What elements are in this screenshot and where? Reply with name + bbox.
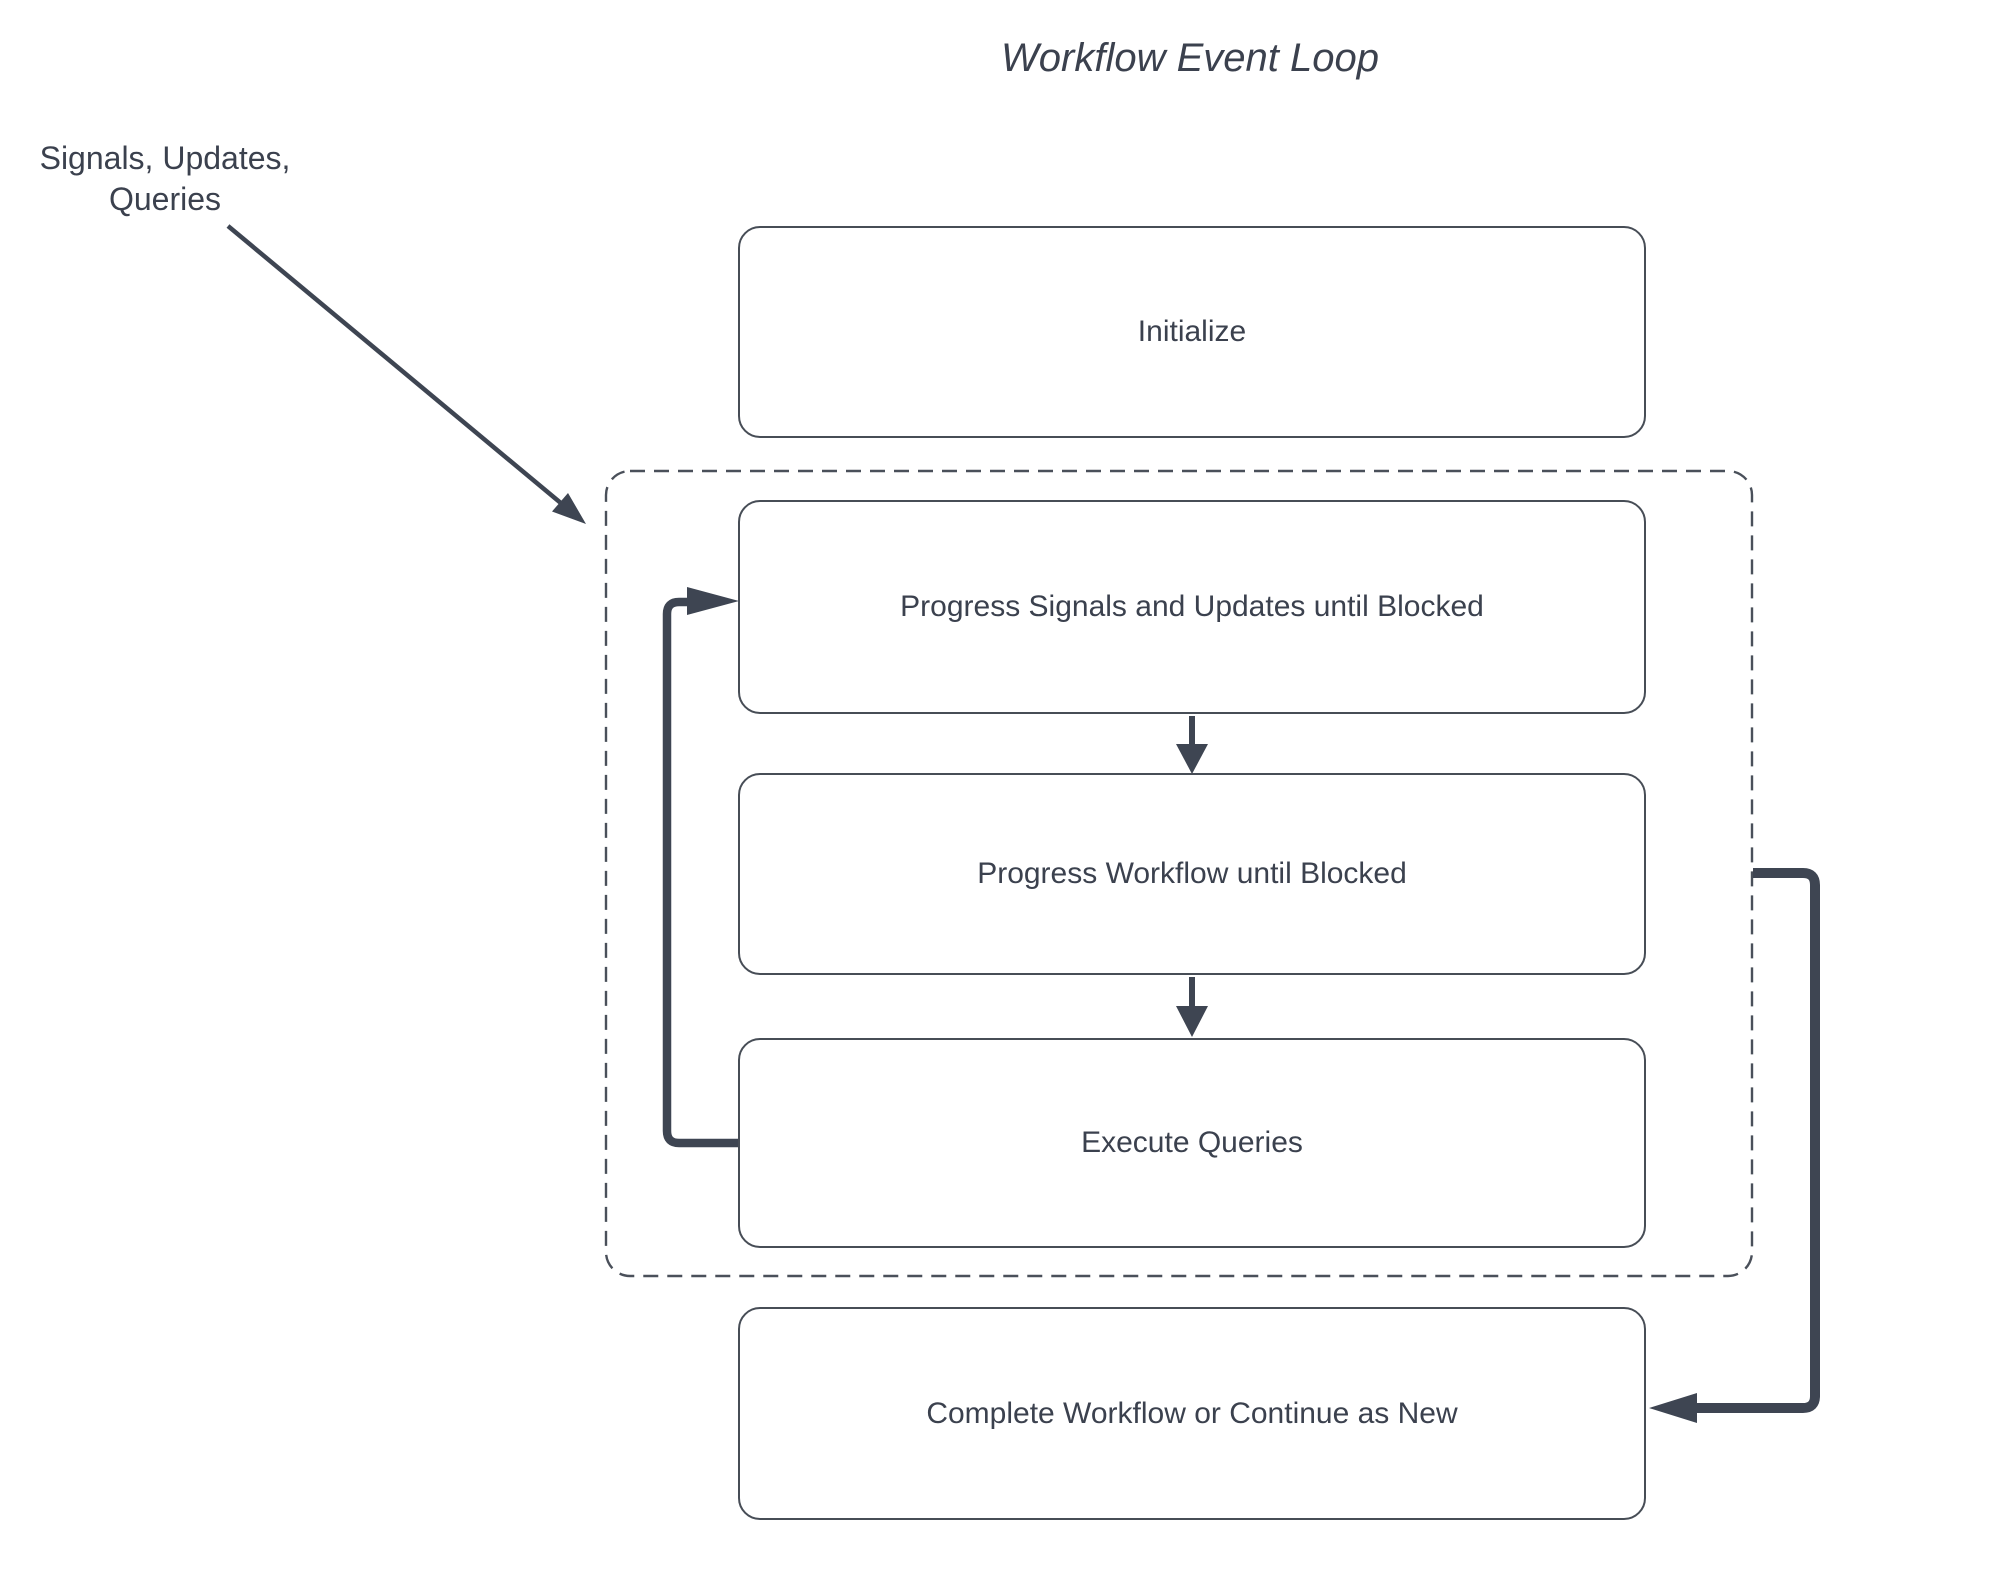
external-input-arrow-line (226, 224, 564, 506)
node-progress-signals-label: Progress Signals and Updates until Block… (900, 590, 1484, 623)
node-initialize: Initialize (738, 226, 1646, 438)
loop-arrow-queries-to-signals-line (662, 597, 738, 1148)
arrow-workflow-to-queries-head-icon (1176, 1006, 1208, 1037)
node-execute-queries-label: Execute Queries (1081, 1126, 1303, 1159)
node-progress-signals: Progress Signals and Updates until Block… (738, 500, 1646, 714)
node-progress-workflow: Progress Workflow until Blocked (738, 773, 1646, 975)
external-input-arrowhead-icon (552, 493, 586, 524)
external-input-label: Signals, Updates, Queries (25, 138, 305, 220)
diagram-title: Workflow Event Loop (1001, 36, 1379, 80)
arrow-signals-to-workflow-head-icon (1176, 744, 1208, 774)
node-execute-queries: Execute Queries (738, 1038, 1646, 1248)
arrow-group-to-complete-head-icon (1649, 1393, 1697, 1423)
arrow-group-to-complete-line (1697, 868, 1820, 1413)
node-initialize-label: Initialize (1137, 315, 1247, 348)
event-loop-group-dashed-border (604, 469, 1754, 1278)
loop-arrow-queries-to-signals-head-icon (687, 587, 739, 615)
node-complete-workflow-label: Complete Workflow or Continue as New (926, 1396, 1458, 1430)
external-input-label-line2: Queries (108, 181, 222, 217)
external-input-label-line1: Signals, Updates, (39, 140, 291, 176)
node-progress-workflow-label: Progress Workflow until Blocked (977, 857, 1407, 890)
node-complete-workflow: Complete Workflow or Continue as New (738, 1307, 1646, 1520)
